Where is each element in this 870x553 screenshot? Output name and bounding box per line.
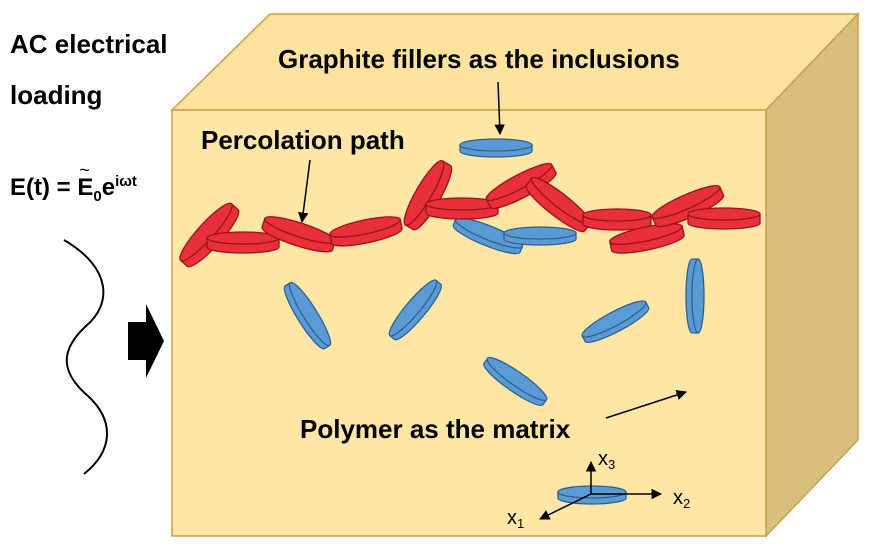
inclusion-disc <box>685 258 705 334</box>
equation-tilde: ~ <box>79 160 90 180</box>
inclusion-disc <box>503 226 577 246</box>
percolation-disc <box>425 197 499 220</box>
field-equation: E(t) = ~E0eiωt <box>10 161 137 205</box>
reference-disc <box>557 485 627 505</box>
matrix-label: Polymer as the matrix <box>300 414 571 444</box>
isolated-inclusion-disc <box>459 138 533 158</box>
matrix-leader-arrow <box>605 389 687 419</box>
inclusions-leader-arrow <box>494 81 505 136</box>
ac-loading-label-line1: AC electrical <box>10 29 168 59</box>
inclusion-disc <box>388 279 442 341</box>
loading-direction-arrow-icon <box>128 304 164 378</box>
inclusions-label: Graphite fillers as the inclusions <box>278 44 680 74</box>
percolation-disc <box>206 231 280 254</box>
equation-exp-base: e <box>101 174 116 201</box>
equation-lhs: E(t) = <box>10 174 78 201</box>
percolation-disc <box>582 208 652 231</box>
matrix-front-face <box>171 109 767 537</box>
filler-group <box>179 138 761 505</box>
equation-field-symbol: E <box>77 174 94 201</box>
equation-exp-superscript: iωt <box>115 173 137 190</box>
axis-x1-label: x1 <box>507 507 525 531</box>
axis-x3-label: x3 <box>598 448 616 472</box>
ac-loading-label-line2: loading <box>10 80 103 110</box>
percolation-label: Percolation path <box>201 125 405 155</box>
inclusion-disc <box>581 300 650 343</box>
percolation-disc <box>651 184 725 228</box>
equation-subscript: 0 <box>93 187 102 205</box>
axis-x2-label: x2 <box>673 487 691 511</box>
coordinate-axes <box>539 460 663 520</box>
percolation-disc <box>261 216 337 253</box>
percolation-disc <box>329 216 403 247</box>
inclusion-disc <box>483 356 548 406</box>
percolation-disc <box>609 223 685 254</box>
percolation-disc <box>687 207 761 230</box>
percolation-leader-arrow <box>298 159 311 224</box>
inclusion-disc <box>283 281 332 350</box>
ac-wave-icon <box>63 239 108 475</box>
percolation-disc <box>485 162 557 209</box>
